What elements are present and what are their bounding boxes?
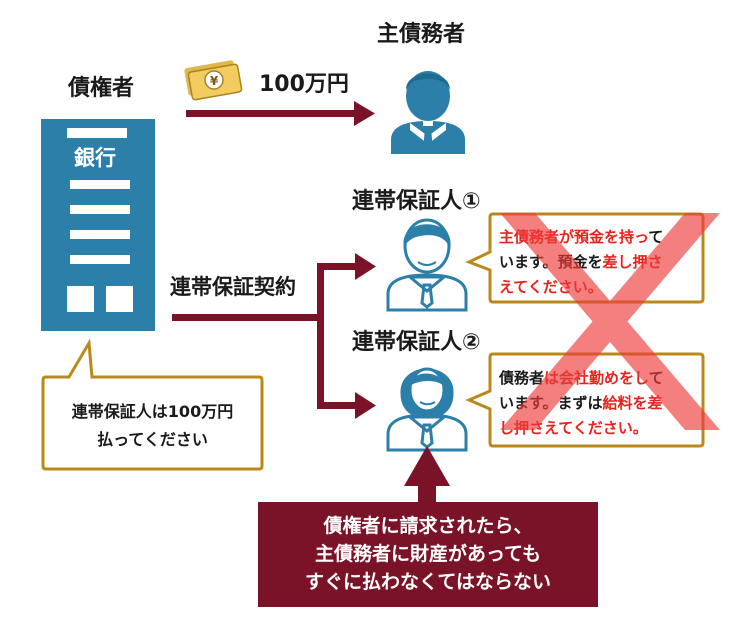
principal-debtor-label: 主債務者 [377, 22, 466, 47]
guarantor1-label: 連帯保証人① [352, 189, 481, 214]
callout-up-arrow [404, 446, 450, 504]
businesswoman-icon [386, 367, 468, 452]
contract-label: 連帯保証契約 [170, 275, 296, 299]
callout-box [258, 502, 598, 607]
callout-text: 債権者に請求されたら、 主債務者に財産があっても すぐに払わなくてはならない [304, 515, 552, 593]
bank-label: 銀行 [74, 146, 116, 170]
svg-text:¥: ¥ [210, 74, 219, 88]
businessman-icon [386, 218, 468, 312]
bank-bubble-text: 連帯保証人は100万円 払ってください [71, 402, 234, 449]
creditor-label: 債権者 [68, 76, 135, 101]
contract-connector [172, 253, 376, 419]
payment-arrow [186, 101, 375, 126]
yen-banknote-icon: ¥ [184, 60, 243, 101]
bank-building-icon [41, 119, 155, 331]
businessman-icon [391, 71, 465, 154]
bank-speech-bubble [41, 338, 264, 471]
guarantor2-label: 連帯保証人② [352, 330, 481, 355]
amount-label: 100万円 [259, 72, 349, 97]
